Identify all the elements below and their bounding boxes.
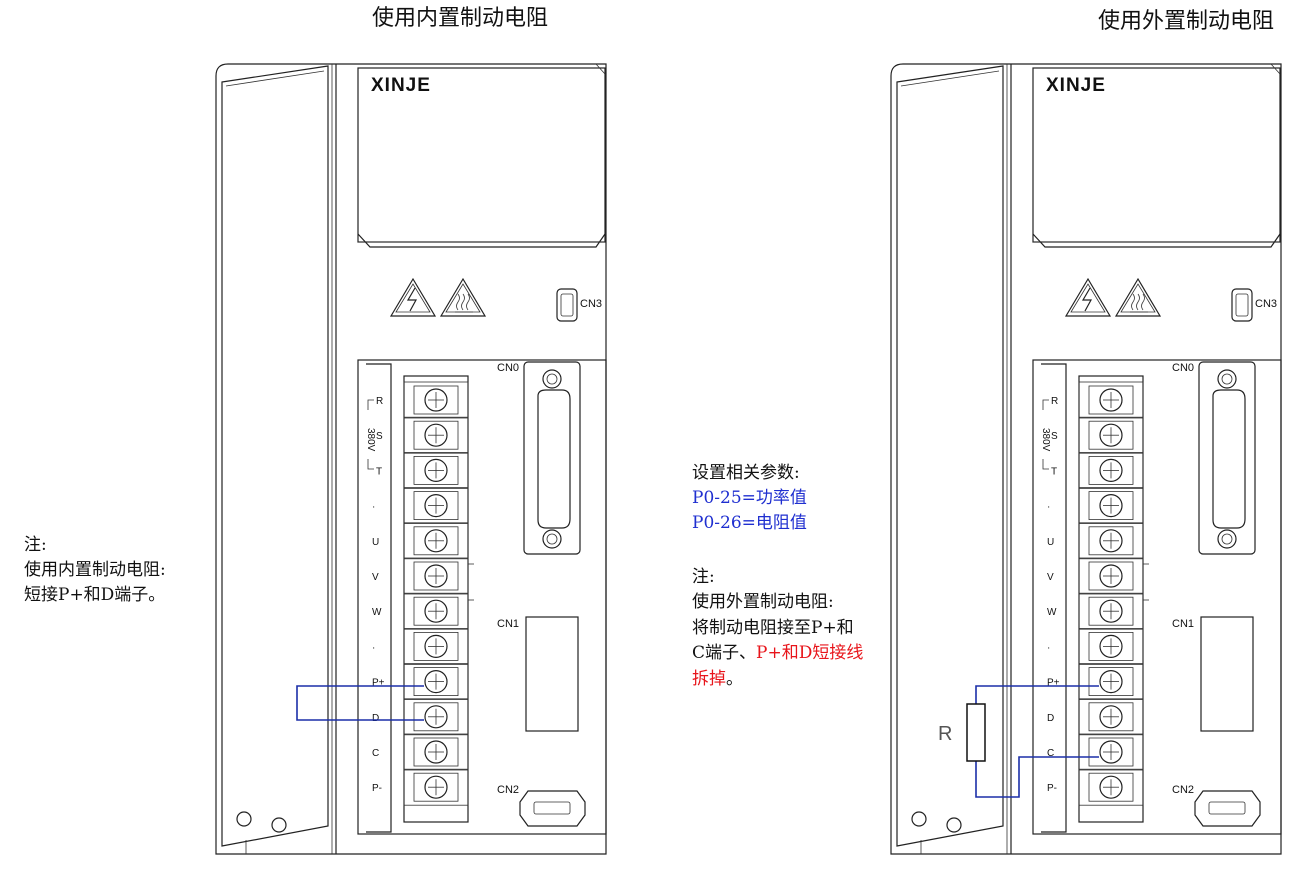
param-power: P0-25=功率值 [692,488,807,508]
right-terminal-label-8: · [1047,642,1050,653]
params-title: 设置相关参数: [692,463,800,483]
right-terminal-screw-1 [1078,381,1144,419]
right-cn3-label: CN3 [1255,298,1277,310]
right-terminal-screw-12 [1078,768,1144,806]
right-cn1-label: CN1 [1172,618,1194,630]
left-terminal-screw-6 [403,557,469,595]
left-cn3-label: CN3 [580,298,602,310]
right-title: 使用外置制动电阻 [1098,9,1274,34]
right-note-line-3a: C端子、 [692,643,756,663]
right-cn2-label: CN2 [1172,784,1194,796]
left-terminal-screw-1 [403,381,469,419]
right-note-line-4a: 拆掉 [692,669,726,689]
left-terminal-label-1: R [376,396,383,407]
right-terminal-screw-8 [1078,627,1144,666]
left-terminal-screw-11 [403,733,469,771]
right-brand-logo: XINJE [1046,75,1106,96]
right-note-line-4b: 。 [726,669,743,689]
right-terminal-labels: R S T · U V W · P+ D C P- [1047,396,1060,794]
left-shorting-wire [296,685,424,721]
right-cn0-label: CN0 [1172,362,1194,374]
left-note-title: 注: [24,535,47,555]
left-terminal-screw-3 [403,451,469,489]
left-cn0-label: CN0 [497,362,519,374]
right-terminal-label-9: P+ [1047,678,1060,689]
right-terminal-screw-2 [1078,416,1144,454]
left-terminal-screw-9 [403,662,469,701]
left-terminal-label-6: V [372,572,379,583]
right-terminal-label-5: U [1047,537,1054,548]
right-terminal-screw-11 [1078,733,1144,771]
left-terminal-screw-10 [403,698,469,736]
right-terminal-screw-10 [1078,698,1144,736]
right-note-line-2: 将制动电阻接至P+和 [692,618,854,638]
right-resistor-wire-bottom [975,756,1099,798]
left-note-line-1: 使用内置制动电阻: [24,559,166,580]
right-terminal-screw-4 [1078,487,1144,525]
left-title: 使用内置制动电阻 [372,6,548,31]
resistor-label: R [938,723,952,745]
left-terminal-screws [403,381,469,806]
left-cn2-label: CN2 [497,784,519,796]
right-terminal-screw-6 [1078,557,1144,595]
left-brand-logo: XINJE [371,75,431,96]
right-voltage-bracket [1042,399,1049,470]
right-terminal-label-2: S [1051,431,1058,442]
left-terminal-label-3: T [376,466,382,477]
right-resistor-wire-top [975,685,1099,704]
right-note-line-4: 拆掉。 [692,669,743,689]
external-brake-resistor [966,703,986,762]
left-terminal-labels: R S T · U V W · P+ D C P- [372,396,385,794]
right-terminal-label-1: R [1051,396,1058,407]
left-terminal-screw-12 [403,768,469,806]
left-terminal-label-9: P+ [372,678,385,689]
right-terminal-label-12: P- [1047,783,1057,794]
right-terminal-screw-9 [1078,662,1144,701]
right-terminal-label-10: D [1047,713,1054,724]
right-terminal-screws [1078,381,1144,806]
left-terminal-label-10: D [372,713,379,724]
right-terminal-screw-3 [1078,451,1144,489]
param-resistance: P0-26=电阻值 [692,513,807,533]
left-terminal-label-11: C [372,748,379,759]
left-terminal-label-12: P- [372,783,382,794]
left-terminal-screw-7 [403,592,469,630]
right-note-line-3: C端子、P+和D短接线 [692,643,863,663]
right-terminal-label-3: T [1051,466,1057,477]
left-terminal-screw-4 [403,487,469,525]
right-terminal-screw-5 [1078,522,1144,560]
right-note-line-3b: P+和D短接线 [756,643,863,663]
right-terminal-label-6: V [1047,572,1054,583]
right-terminal-screw-7 [1078,592,1144,630]
left-cn1-label: CN1 [497,618,519,630]
left-note-line-2: 短接P+和D端子。 [24,585,165,605]
left-voltage-label: 380V [365,428,376,452]
right-note-line-1: 使用外置制动电阻: [692,591,834,612]
left-voltage-bracket [367,399,374,470]
right-terminal-label-11: C [1047,748,1054,759]
left-terminal-screw-5 [403,522,469,560]
right-voltage-label: 380V [1040,428,1051,452]
left-terminal-label-7: W [372,607,382,618]
left-terminal-label-8: · [372,642,375,653]
left-terminal-screw-8 [403,627,469,666]
right-servo-drive: XINJE CN3 CN0 CN1 CN2 R S T · U V W · P+ D C P- 380… [890,63,1282,855]
left-terminal-label-4: · [372,502,375,513]
left-terminal-screw-2 [403,416,469,454]
left-terminal-label-2: S [376,431,383,442]
left-servo-drive: XINJE CN3 CN0 CN1 CN2 R S T · U V W · P+ D C P- 380… [215,63,607,855]
right-terminal-label-7: W [1047,607,1057,618]
left-terminal-label-5: U [372,537,379,548]
right-terminal-label-4: · [1047,502,1050,513]
right-note-title: 注: [692,567,715,587]
